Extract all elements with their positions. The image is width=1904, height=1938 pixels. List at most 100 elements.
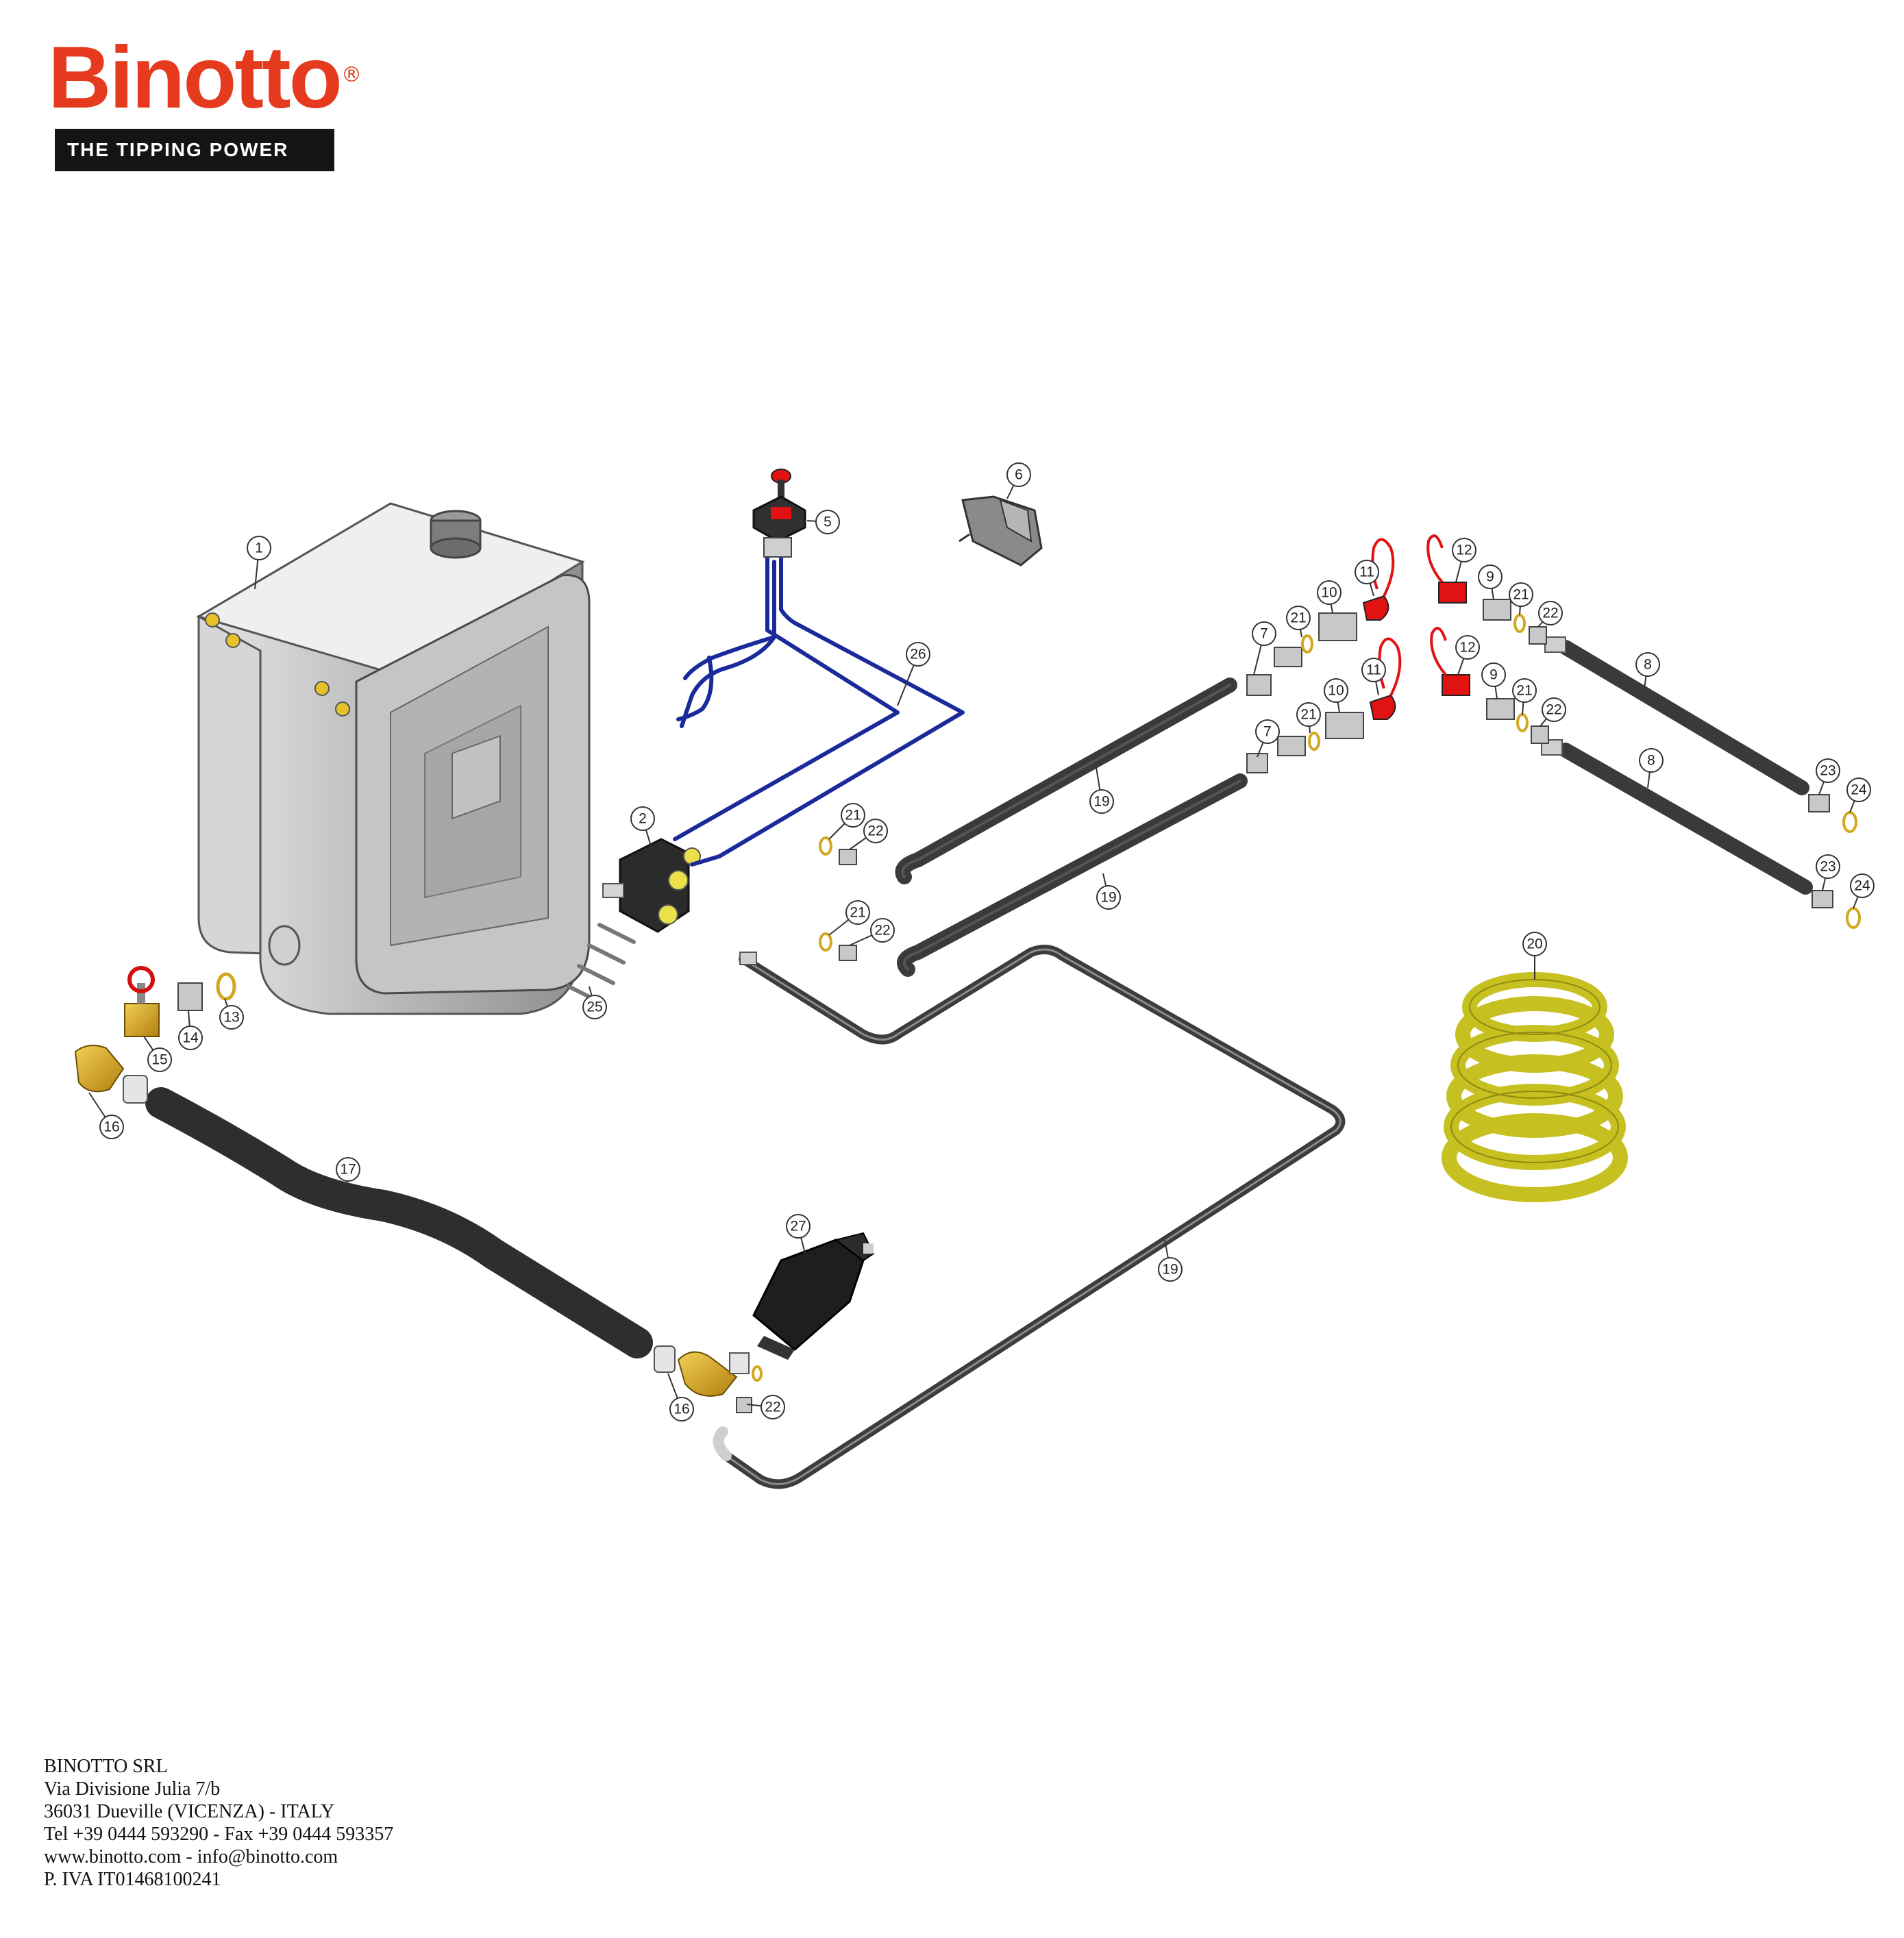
distributor-valve xyxy=(602,838,701,933)
callout-5: 5 xyxy=(806,510,840,534)
callout-1: 1 xyxy=(247,536,271,590)
callout-number: 9 xyxy=(1489,667,1498,683)
callout-19: 19 xyxy=(1096,873,1121,910)
callout-circle xyxy=(1522,932,1547,956)
control-pipes xyxy=(673,553,965,867)
callout-21: 21 xyxy=(1296,702,1321,734)
callout-10: 10 xyxy=(1317,580,1342,614)
callout-9: 9 xyxy=(1478,564,1503,600)
callout-7: 7 xyxy=(1252,621,1276,675)
callout-circle xyxy=(669,1397,694,1421)
callout-circle xyxy=(1635,652,1660,677)
company-street: Via Divisione Julia 7/b xyxy=(44,1778,221,1800)
callout-number: 25 xyxy=(586,999,602,1015)
callout-16: 16 xyxy=(667,1373,694,1421)
callout-number: 23 xyxy=(1820,763,1835,779)
callout-2: 2 xyxy=(630,806,655,847)
callout-14: 14 xyxy=(178,1010,203,1050)
callout-12: 12 xyxy=(1452,538,1476,583)
callout-circle xyxy=(1296,702,1321,727)
company-address-block: BINOTTO SRL Via Divisione Julia 7/b 3603… xyxy=(44,1755,393,1891)
callout-11: 11 xyxy=(1355,560,1379,597)
callout-number: 9 xyxy=(1486,569,1494,585)
callout-number: 21 xyxy=(1300,707,1316,723)
callout-circle xyxy=(1455,635,1480,660)
callout-24: 24 xyxy=(1850,873,1875,909)
callout-circle xyxy=(906,642,930,667)
hydraulic-oil-tank xyxy=(196,502,591,1015)
hydraulic-pump xyxy=(752,1232,875,1360)
callout-number: 10 xyxy=(1321,585,1337,601)
company-vat: P. IVA IT01468100241 xyxy=(44,1869,221,1890)
callout-number: 22 xyxy=(874,923,890,939)
callout-22: 22 xyxy=(746,1395,785,1419)
callout-21: 21 xyxy=(828,900,870,936)
callout-6: 6 xyxy=(1006,462,1031,499)
callout-19: 19 xyxy=(1158,1239,1183,1282)
part-callouts: 1256778899101011111212131415161617191919… xyxy=(88,462,1875,1421)
brand-name: Binotto xyxy=(48,29,343,127)
callout-circle xyxy=(1538,601,1563,625)
callout-circle xyxy=(1542,697,1566,722)
callout-21: 21 xyxy=(828,803,865,840)
callout-number: 16 xyxy=(673,1402,689,1417)
callout-circle xyxy=(1509,582,1533,607)
fixing-screws xyxy=(567,923,636,1006)
callout-circle xyxy=(1252,621,1276,646)
callout-circle xyxy=(1846,778,1871,802)
callout-number: 5 xyxy=(824,514,832,530)
callout-13: 13 xyxy=(219,998,244,1030)
callout-number: 12 xyxy=(1459,640,1475,656)
callout-number: 21 xyxy=(845,808,861,823)
quick-couplers xyxy=(819,534,1861,961)
callout-21: 21 xyxy=(1286,606,1311,638)
callout-number: 22 xyxy=(765,1400,780,1415)
company-web: www.binotto.com - info@binotto.com xyxy=(44,1846,338,1867)
callout-number: 11 xyxy=(1366,662,1381,678)
callout-circle xyxy=(1816,854,1840,879)
callout-24: 24 xyxy=(1846,778,1871,813)
callout-circle xyxy=(1361,658,1386,682)
callout-number: 19 xyxy=(1100,890,1116,906)
callout-21: 21 xyxy=(1509,582,1533,616)
callout-number: 21 xyxy=(1516,683,1532,699)
callout-9: 9 xyxy=(1481,662,1506,699)
callout-circle xyxy=(845,900,870,925)
callout-number: 27 xyxy=(790,1219,806,1234)
callout-number: 20 xyxy=(1526,936,1542,952)
callout-circle xyxy=(1481,662,1506,687)
callout-circle xyxy=(630,806,655,831)
suction-fittings xyxy=(74,966,763,1413)
hydraulic-hoses xyxy=(713,678,1346,1489)
brand-logo: Binotto ® THE TIPPING POWER xyxy=(48,34,362,178)
callout-8: 8 xyxy=(1639,748,1664,788)
callout-circle xyxy=(1324,678,1348,703)
callout-circle xyxy=(219,1005,244,1030)
callout-circle xyxy=(841,803,865,828)
callout-circle xyxy=(870,918,895,943)
callout-22: 22 xyxy=(849,819,888,850)
callout-number: 22 xyxy=(867,823,883,839)
callout-22: 22 xyxy=(1540,697,1566,727)
callout-number: 7 xyxy=(1260,626,1268,642)
callout-26: 26 xyxy=(897,642,930,706)
callout-number: 8 xyxy=(1647,753,1655,769)
callout-number: 21 xyxy=(1290,610,1306,626)
callout-7: 7 xyxy=(1255,719,1280,758)
registered-mark: ® xyxy=(341,63,362,87)
callout-10: 10 xyxy=(1324,678,1348,713)
spiral-hose-coil xyxy=(1442,972,1628,1202)
company-phone: Tel +39 0444 593290 - Fax +39 0444 59335… xyxy=(44,1824,394,1845)
callout-11: 11 xyxy=(1361,658,1386,696)
callout-circle xyxy=(1089,789,1114,814)
callout-circle xyxy=(761,1395,785,1419)
callout-number: 14 xyxy=(182,1030,199,1046)
mounting-bracket xyxy=(959,495,1043,567)
callout-circle xyxy=(1255,719,1280,744)
callout-circle xyxy=(1478,564,1503,589)
callout-circle xyxy=(1317,580,1342,605)
callout-number: 13 xyxy=(223,1010,239,1026)
callout-20: 20 xyxy=(1522,932,1547,980)
callout-number: 17 xyxy=(340,1162,356,1178)
